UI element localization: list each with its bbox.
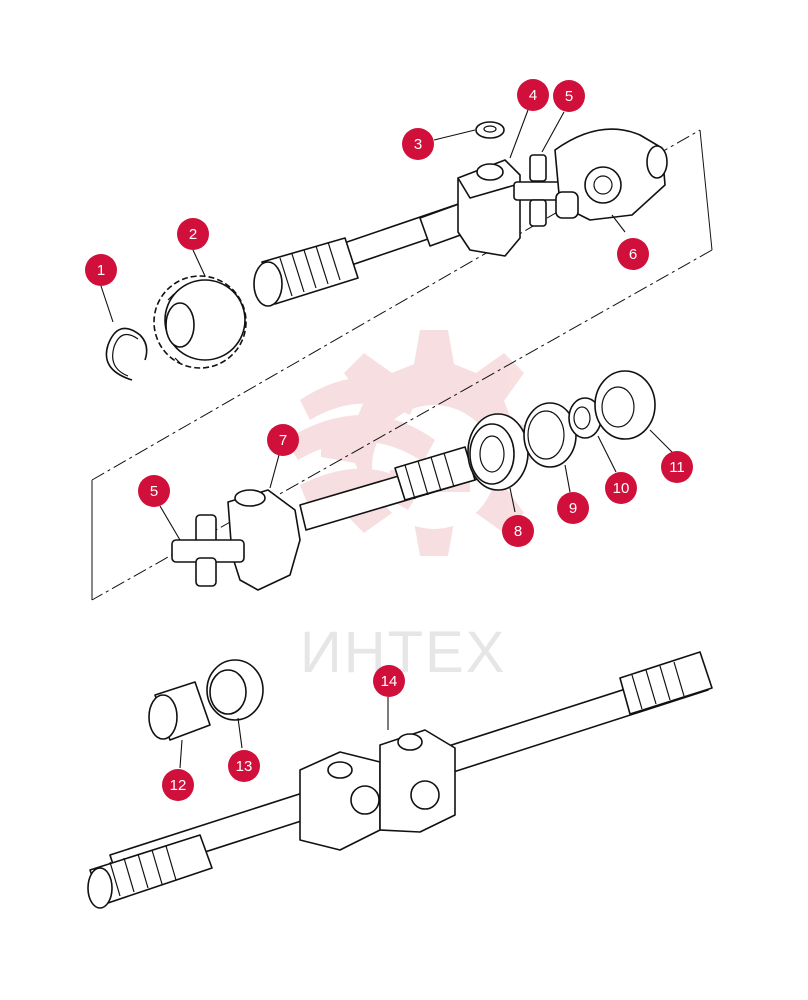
gear-part-2 bbox=[153, 275, 247, 369]
callout-9: 9 bbox=[557, 492, 589, 524]
callout-label: 9 bbox=[569, 500, 577, 517]
upper-shaft-assembly bbox=[253, 121, 668, 307]
callout-label: 4 bbox=[529, 87, 537, 104]
callout-6: 6 bbox=[617, 238, 649, 270]
callout-label: 8 bbox=[514, 523, 522, 540]
callout-label: 11 bbox=[669, 459, 685, 476]
callout-14: 14 bbox=[373, 665, 405, 697]
callout-1: 1 bbox=[85, 254, 117, 286]
callout-label: 3 bbox=[414, 136, 422, 153]
callout-label: 5 bbox=[565, 88, 573, 105]
cross-part-5-upper bbox=[513, 154, 565, 227]
callout-2: 2 bbox=[177, 218, 209, 250]
snap-ring-part-1 bbox=[105, 327, 148, 381]
middle-shaft-assembly bbox=[171, 370, 656, 591]
washer-part-3 bbox=[475, 121, 505, 139]
callout-label: 13 bbox=[236, 758, 253, 775]
callout-label: 10 bbox=[613, 480, 630, 497]
callout-5-lower: 5 bbox=[138, 475, 170, 507]
bushing-part-12 bbox=[148, 681, 211, 741]
callouts: 1 2 3 4 5 6 7 5 bbox=[85, 79, 693, 801]
callout-5-upper: 5 bbox=[553, 80, 585, 112]
callout-label: 7 bbox=[279, 432, 287, 449]
callout-label: 5 bbox=[150, 483, 158, 500]
callout-3: 3 bbox=[402, 128, 434, 160]
housing-part-11 bbox=[594, 370, 656, 440]
callout-4: 4 bbox=[517, 79, 549, 111]
callout-11: 11 bbox=[661, 451, 693, 483]
seal-part-9 bbox=[523, 402, 577, 468]
callout-label: 2 bbox=[189, 226, 197, 243]
yoke-part-4 bbox=[457, 159, 521, 257]
callout-7: 7 bbox=[267, 424, 299, 456]
bearing-part-13 bbox=[206, 659, 264, 721]
callout-8: 8 bbox=[502, 515, 534, 547]
lower-shaft-assembly-part-14 bbox=[87, 651, 713, 909]
callout-label: 1 bbox=[97, 262, 105, 279]
bearing-part-8 bbox=[467, 413, 529, 491]
callout-10: 10 bbox=[605, 472, 637, 504]
yoke-part-7 bbox=[227, 489, 301, 591]
leader-lines bbox=[100, 109, 673, 769]
callout-13: 13 bbox=[228, 750, 260, 782]
callout-12: 12 bbox=[162, 769, 194, 801]
callout-label: 6 bbox=[629, 246, 637, 263]
callout-label: 12 bbox=[170, 777, 187, 794]
callout-label: 14 bbox=[381, 673, 398, 690]
upper-spline-end bbox=[253, 237, 359, 307]
yoke-part-6 bbox=[554, 128, 668, 221]
cross-part-5-lower bbox=[171, 514, 245, 587]
